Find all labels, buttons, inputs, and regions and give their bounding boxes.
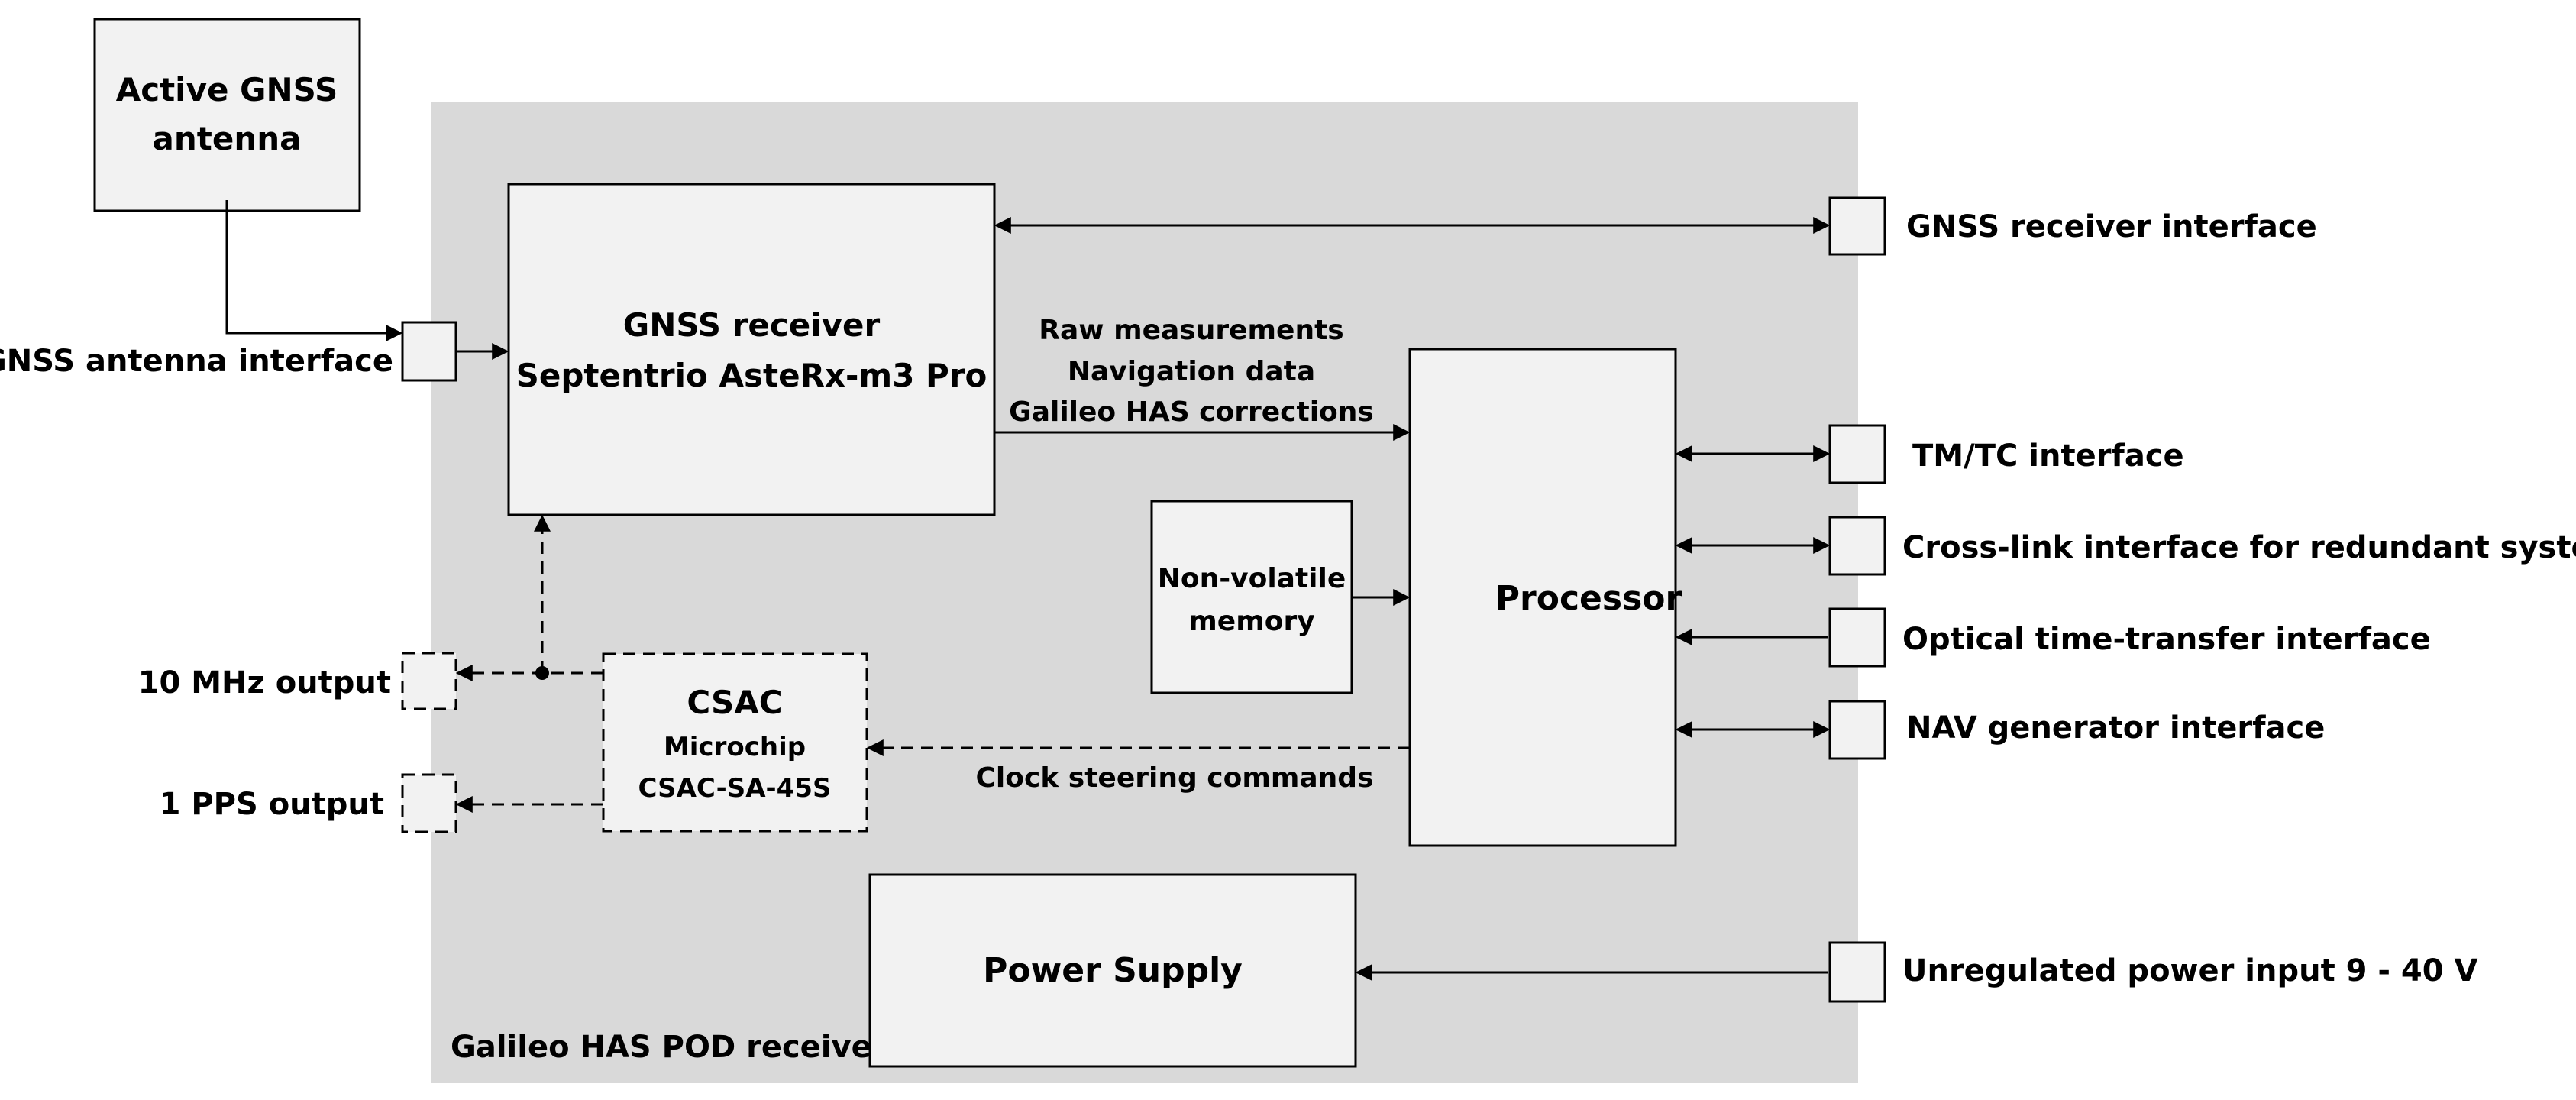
data-flow-label-line3: Galileo HAS corrections — [1009, 396, 1374, 428]
pps-label: 1 PPS output — [160, 787, 384, 822]
optical-label: Optical time-transfer interface — [1902, 622, 2431, 657]
power-supply-box — [868, 873, 1357, 1068]
csac-label-line1: CSAC — [687, 684, 782, 721]
data-flow-label-line1: Raw measurements — [1039, 315, 1343, 346]
gnss-receiver-interface-port — [1828, 196, 1886, 256]
antenna-box — [93, 18, 361, 212]
cross-link-port — [1828, 516, 1886, 576]
csac-label-line2: Microchip — [664, 732, 806, 762]
power-input-label: Unregulated power input 9 - 40 V — [1902, 953, 2478, 988]
optical-port — [1828, 607, 1886, 668]
enclosure-label: Galileo HAS POD receiver — [451, 1030, 887, 1065]
tmtc-port — [1828, 424, 1886, 484]
power-supply-label: Power Supply — [983, 951, 1243, 990]
gnss-receiver-label-line1: GNSS receiver — [623, 306, 881, 344]
cross-link-label: Cross-link interface for redundant syste… — [1902, 530, 2576, 565]
antenna-label-line1: Active GNSS — [116, 71, 338, 108]
power-input-port — [1828, 941, 1886, 1003]
memory-label-line2: memory — [1188, 606, 1314, 637]
antenna-label-line2: antenna — [153, 120, 302, 157]
memory-box — [1150, 500, 1353, 694]
ten-mhz-label: 10 MHz output — [138, 665, 391, 700]
clock-steering-label: Clock steering commands — [975, 762, 1373, 794]
antenna-interface-label: GNSS antenna interface — [0, 344, 393, 379]
gnss-receiver-interface-label: GNSS receiver interface — [1906, 209, 2317, 244]
gnss-receiver-label-line2: Septentrio AsteRx-m3 Pro — [516, 357, 987, 394]
data-flow-label-line2: Navigation data — [1068, 356, 1315, 387]
csac-label-line3: CSAC-SA-45S — [638, 773, 832, 804]
antenna-interface-port — [401, 321, 457, 382]
ten-mhz-port — [401, 652, 457, 710]
nav-generator-label: NAV generator interface — [1906, 710, 2325, 746]
gnss-receiver-box — [507, 183, 996, 516]
nav-generator-port — [1828, 700, 1886, 760]
processor-label: Processor — [1495, 579, 1682, 618]
memory-label-line1: Non-volatile — [1158, 563, 1346, 594]
processor-box — [1408, 348, 1677, 847]
tmtc-label: TM/TC interface — [1912, 438, 2184, 474]
antenna-cable — [225, 200, 403, 341]
csac-box — [602, 652, 868, 833]
pps-port — [401, 773, 457, 833]
